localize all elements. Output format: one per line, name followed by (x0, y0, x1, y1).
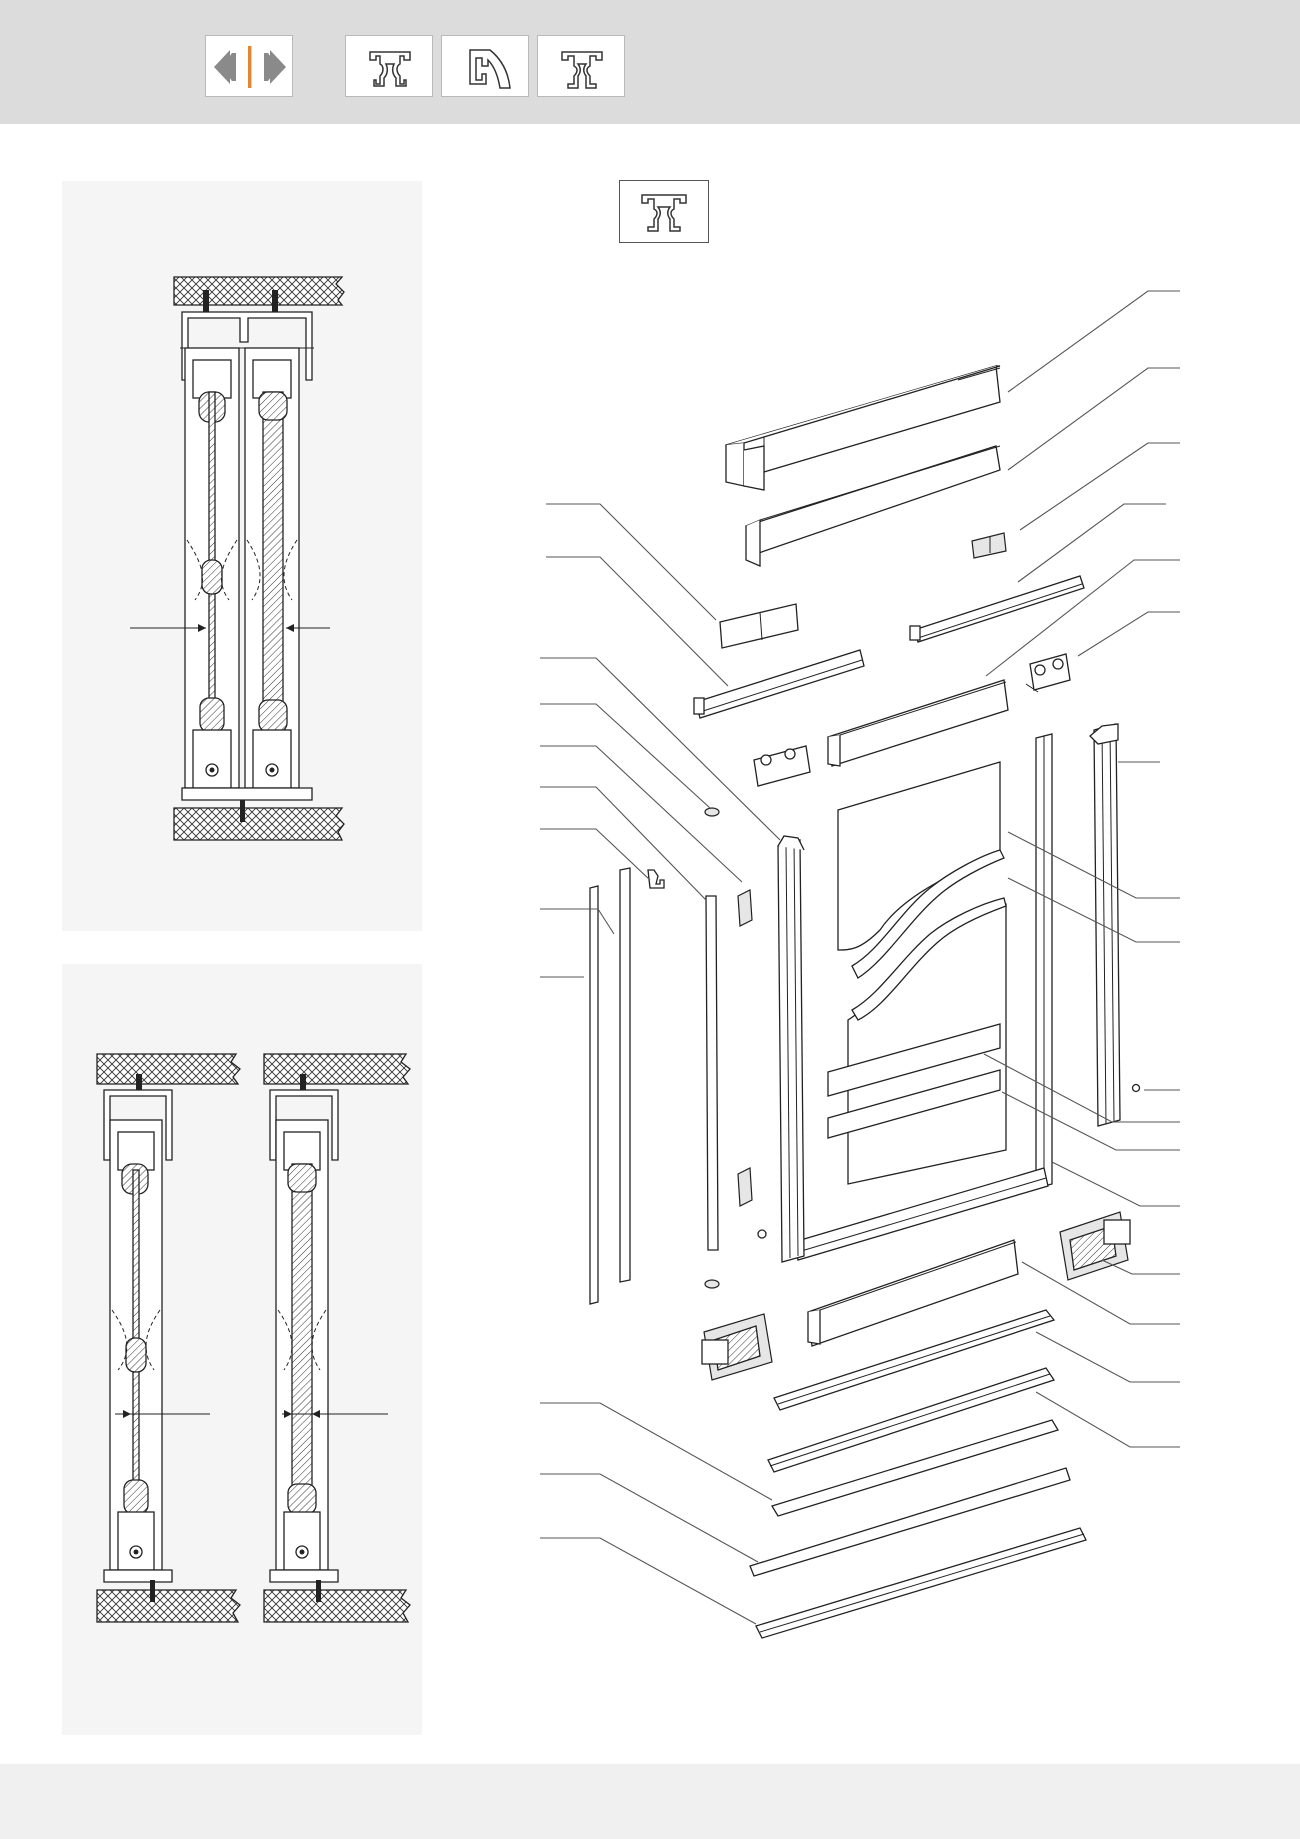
ceiling-slab (263, 1053, 411, 1085)
cap (704, 1279, 720, 1289)
screw (272, 290, 278, 312)
decor-strip-upper (851, 849, 1005, 979)
bottom-guide-1 (771, 1419, 1059, 1517)
top-track (103, 1089, 173, 1161)
bottom-guide (181, 787, 313, 801)
bottom-roller-left (701, 1313, 773, 1381)
ceiling-slab (96, 1053, 241, 1085)
accent-divider (248, 46, 252, 88)
double-top-track (725, 365, 1001, 491)
decor-bar-upper (827, 1023, 1001, 1097)
clip-plate (719, 603, 799, 649)
decor-strip-lower (851, 897, 1007, 1021)
profile-section-angled-icon (469, 49, 511, 89)
small-stop (1131, 1083, 1141, 1093)
vertical-seal-2 (619, 867, 631, 1283)
tab-profile-2[interactable] (441, 35, 529, 97)
floor-slab (173, 807, 345, 841)
top-roller-left (753, 745, 811, 787)
exploded-view-sliding-door-kit (589, 365, 1141, 1639)
handle-profile-right (1093, 723, 1121, 1127)
dowel-rod (705, 895, 719, 1251)
cross-section-two-panels-separate-tracks (96, 1053, 411, 1623)
bottom-roller-right (1059, 1211, 1131, 1281)
cross-section-two-panels-shared-track (130, 276, 345, 841)
stopper (971, 532, 1007, 559)
vertical-seal-1 (589, 885, 599, 1305)
top-roller-right (1025, 653, 1071, 693)
footer-bar (0, 1764, 1300, 1839)
profile-icon-box (619, 180, 709, 243)
connector-clip (737, 1167, 753, 1207)
leader-lines (540, 290, 1180, 1625)
profile-section-icon (561, 51, 603, 89)
double-panel-arrows-icon (214, 46, 286, 88)
connector-clip (737, 889, 753, 927)
floor-slab (263, 1589, 411, 1623)
single-top-track (745, 445, 1001, 567)
bottom-guide-2 (749, 1467, 1071, 1577)
profile-section-icon (369, 51, 411, 87)
cap (704, 807, 720, 817)
tab-profile-1[interactable] (345, 35, 433, 97)
header-toolbar (0, 0, 1300, 124)
technical-drawing (96, 276, 1180, 1639)
screw (203, 290, 209, 312)
tab-profile-3[interactable] (537, 35, 625, 97)
hook-clip (647, 869, 665, 889)
handle-profile-left (777, 839, 805, 1263)
top-frame-profile (827, 679, 1009, 767)
top-guide-rail-left (695, 649, 865, 719)
profile-section-icon (641, 194, 687, 232)
ceiling-slab (173, 276, 345, 306)
floor-slab (96, 1589, 241, 1623)
top-track (269, 1089, 339, 1161)
tab-double-panel[interactable] (205, 35, 293, 97)
top-guide-rail-right (913, 575, 1085, 643)
decor-bar-lower (827, 1069, 1001, 1139)
